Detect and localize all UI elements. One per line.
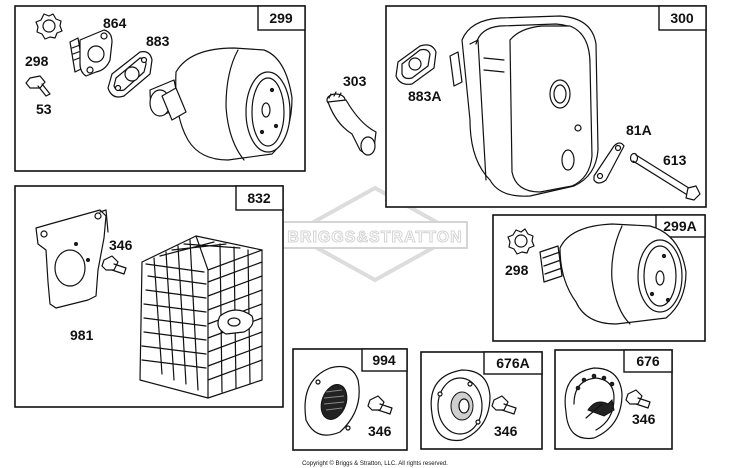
panel-300-tag xyxy=(658,5,707,31)
panel-676: 676 346 xyxy=(554,349,673,450)
flange-pipe-part xyxy=(69,29,113,77)
watermark-logo: BRIGGS&STRATTON xyxy=(282,185,468,283)
label-298b: 298 xyxy=(505,262,529,278)
panel-832-tag xyxy=(235,185,284,211)
watermark-text: BRIGGS&STRATTON xyxy=(287,229,462,246)
panel-300: 300 xyxy=(385,5,707,208)
panel-299a-id: 299A xyxy=(663,218,696,234)
bolt-676a-part xyxy=(491,395,517,415)
label-981: 981 xyxy=(70,327,94,343)
panel-676-tag xyxy=(623,349,673,373)
deflector-676-part xyxy=(564,367,623,440)
label-346-994: 346 xyxy=(368,423,392,439)
panel-299: 299 xyxy=(14,5,306,172)
panel-676a-tag xyxy=(483,351,543,375)
screen-cap-994-part xyxy=(304,365,360,436)
cage-screen-part xyxy=(139,235,263,399)
panel-994-id: 994 xyxy=(372,352,396,368)
muffler-299a-part xyxy=(539,223,687,325)
strap-81a-part xyxy=(593,142,625,184)
label-303: 303 xyxy=(343,73,367,89)
muffler-300-part xyxy=(449,15,599,197)
panel-299a: 299A 298 xyxy=(492,214,706,342)
long-bolt-613-part xyxy=(629,152,701,201)
bolt-part xyxy=(25,75,51,97)
gasket-part xyxy=(107,51,153,98)
panel-299-id: 299 xyxy=(269,10,293,26)
bolt-994-part xyxy=(367,395,393,415)
panel-832: 832 346 981 xyxy=(14,185,284,408)
label-864: 864 xyxy=(103,15,127,31)
gasket-883a-part xyxy=(395,44,437,85)
panel-300-id: 300 xyxy=(670,10,694,26)
bolt-346-part xyxy=(101,255,127,275)
deflector-676a-part xyxy=(430,369,491,442)
panel-994: 994 346 xyxy=(292,348,408,451)
label-346: 346 xyxy=(109,237,133,253)
label-81a: 81A xyxy=(626,122,652,138)
label-298: 298 xyxy=(25,53,49,69)
panel-676-id: 676 xyxy=(636,353,660,369)
panel-676a: 676A 346 xyxy=(420,351,543,450)
copyright-text: Copyright © Briggs & Stratton, LLC. All … xyxy=(302,460,448,467)
label-53: 53 xyxy=(36,101,52,117)
label-346-676a: 346 xyxy=(494,423,518,439)
label-346-676: 346 xyxy=(632,411,656,427)
label-883a: 883A xyxy=(408,88,441,104)
lock-washer-299a-part xyxy=(507,228,535,255)
panel-994-tag xyxy=(361,348,408,372)
lock-washer-part xyxy=(35,13,63,40)
label-883: 883 xyxy=(146,33,170,49)
muffler-299-part xyxy=(149,47,293,161)
panel-299-tag xyxy=(257,5,306,31)
panel-299a-tag xyxy=(655,214,706,238)
bolt-676-part xyxy=(625,389,651,409)
label-613: 613 xyxy=(663,152,687,168)
panel-832-id: 832 xyxy=(247,190,271,206)
bracket-981-part xyxy=(35,209,109,309)
panel-676a-id: 676A xyxy=(496,355,529,371)
elbow-303-part: 303 xyxy=(326,73,377,156)
